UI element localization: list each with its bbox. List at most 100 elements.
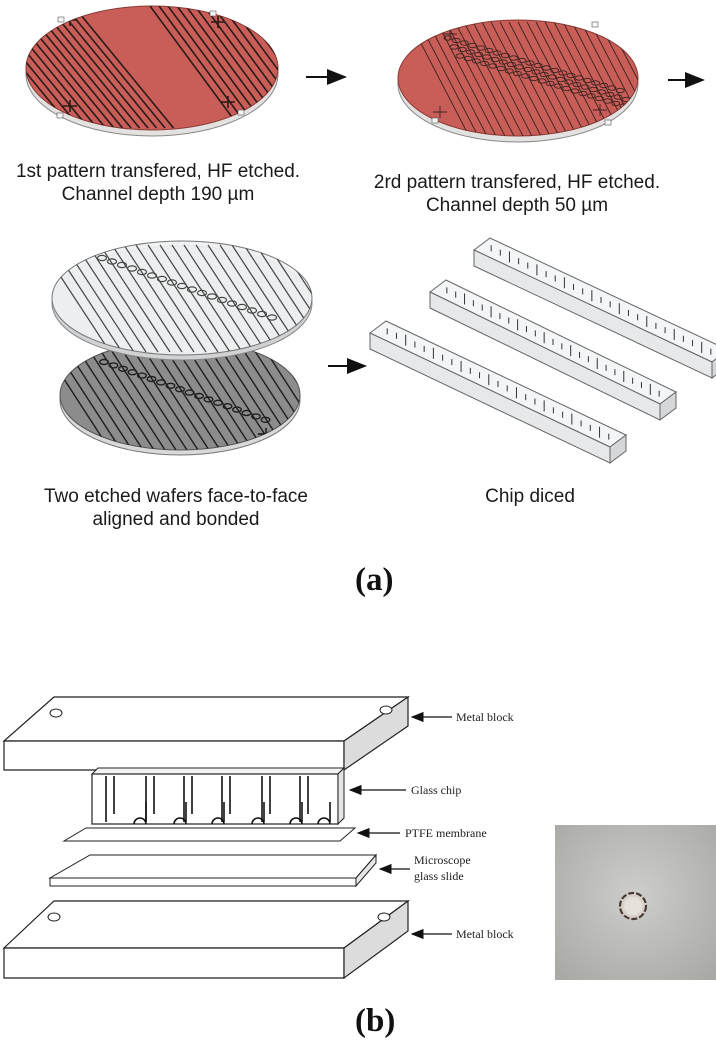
wafer2-serpentine-loop [541, 65, 551, 71]
wafer2-serpentine-loop [465, 49, 475, 55]
wafer-bottom-channel-line [116, 341, 188, 450]
wafer2-serpentine-loop [451, 37, 461, 44]
wafer2-serpentine-loop [490, 56, 500, 63]
wafer-step1 [25, 5, 279, 137]
wafer-bottom-serpentine-loop [117, 365, 128, 372]
wafer-bottom-serpentine-loop [212, 399, 223, 406]
wafer2-channel-line [508, 21, 570, 136]
wafer2-serpentine-loop [580, 84, 590, 90]
wafer-top-serpentine-loop [116, 261, 128, 269]
wafer-top-channel-line [171, 244, 243, 353]
ptfe-membrane [62, 827, 357, 842]
caption-step2: 2rd pattern transfered, HF etched. Chann… [352, 171, 682, 217]
wafer2-serpentine-loop [599, 82, 609, 89]
caption-step1-line2: Channel depth 190 µm [61, 184, 255, 205]
wafer-top-channel-line [123, 244, 195, 353]
wafer2-serpentine-loop [457, 46, 467, 53]
wafer1-channel-line [167, 6, 259, 129]
wafer-top-channel-line [87, 244, 159, 353]
diced-chip-end-face [609, 434, 627, 464]
wafer2-serpentine-loop [525, 60, 535, 66]
wafer2-serpentine-loop [517, 57, 527, 64]
wafer2-serpentine-loop [578, 90, 588, 97]
wafer-top-serpentine-loop [206, 293, 218, 300]
label-metal-block-bottom: Metal block [456, 927, 514, 941]
wafer2-serpentine-loop [512, 70, 522, 77]
wafer1-channel-line [55, 6, 158, 129]
wafer2-serpentine-loop [613, 94, 623, 100]
wafer-top-serpentine-loop [106, 258, 118, 265]
wafer-top-serpentine-loop [146, 272, 158, 279]
caption-step4: Chip diced [440, 485, 620, 508]
wafer2-serpentine-loop [597, 89, 607, 95]
wafer-bottom-serpentine-loop [250, 413, 261, 420]
wafer1-channel-line [72, 6, 175, 129]
wafer2-serpentine-loop [529, 75, 539, 82]
wafer-top-serpentine-loop [246, 307, 258, 314]
wafer2-serpentine-loop [627, 105, 637, 112]
wafer-top-channel-line [219, 244, 291, 353]
wafer2-serpentine-loop [521, 73, 531, 79]
wafer-top-channel-line [99, 244, 171, 353]
wafer-top-serpentine-loop [176, 282, 188, 290]
caption-step3-line1: Two etched wafers face-to-face [43, 486, 308, 507]
wafer-top-serpentine-loop [256, 310, 268, 318]
wafer-top-channel-line [255, 244, 312, 353]
wafer2-serpentine-loop [476, 45, 486, 51]
wafer2-serpentine-loop [523, 66, 533, 73]
panel-label-a: (a) [355, 562, 394, 598]
wafer2-serpentine-loop [615, 87, 625, 94]
wafer2-channel-line [517, 21, 579, 136]
caption-step3-line2: aligned and bonded [92, 509, 260, 530]
wafer2-serpentine-loop [471, 58, 481, 64]
wafer2-serpentine-loop [564, 79, 574, 85]
glass-chip-channels [105, 776, 331, 825]
wafer-bottom-serpentine-loop [127, 369, 138, 376]
wafer2-serpentine-loop [533, 62, 543, 69]
wafer-bottom-channel-line [204, 341, 276, 450]
wafer-bottom-serpentine-loop [108, 362, 119, 369]
glass-chip-channel-bend [289, 817, 303, 825]
wafer2-serpentine-loop [550, 67, 560, 74]
wafer-bottom-serpentine-loop [222, 403, 233, 410]
wafer-bottom-serpentine-loop [241, 409, 252, 417]
wafer-top-serpentine-loop [126, 265, 138, 272]
wafer1-channel-line [47, 6, 149, 129]
wafer-top-serpentine-loop [186, 286, 198, 293]
wafer2-serpentine-loop [492, 50, 502, 56]
diced-chip-1 [473, 237, 716, 379]
wafer-bottom-serpentine-loop [155, 379, 166, 386]
caption-step3: Two etched wafers face-to-face aligned a… [16, 485, 336, 531]
wafer-top-serpentine-loop [216, 296, 228, 304]
wafer-top-channel-line [135, 244, 207, 353]
wafer1-channel-line [26, 6, 90, 129]
wafer1-channel-line [26, 6, 98, 129]
wafer-top-channel-line [159, 244, 231, 353]
wafer2-serpentine-loop [488, 63, 498, 69]
wafer-top-serpentine-loop [156, 275, 168, 283]
glass-chip-channel-bend [133, 817, 147, 825]
wafer2-serpentine-loop [545, 80, 555, 87]
wafer2-serpentine-loop [455, 53, 465, 59]
wafer2-serpentine-loop [594, 95, 604, 102]
wafer2-serpentine-loop [468, 42, 478, 49]
glass-chip-channel-bend [211, 817, 225, 825]
wafer2-serpentine-loop [509, 55, 519, 61]
wafer2-channel-line [481, 21, 543, 136]
membrane-photo [555, 825, 716, 980]
diced-chips [369, 237, 716, 464]
wafer1-channel-line [149, 6, 241, 129]
wafer-top-channel-line [75, 244, 147, 353]
wafer-top-serpentine-loop [236, 303, 248, 311]
wafer-bottom-serpentine-loop [203, 396, 214, 403]
wafer-bottom-serpentine-loop [146, 375, 157, 383]
caption-step4-line1: Chip diced [485, 486, 575, 507]
wafer2-serpentine-loop [459, 40, 469, 46]
wafer1-channel-line [26, 6, 81, 129]
panel-label-b: (b) [355, 1003, 396, 1039]
wafer2-serpentine-loop [605, 91, 615, 98]
wafer-top-channel-line [147, 244, 219, 353]
wafer2-serpentine-loop [484, 47, 494, 54]
wafer2-serpentine-loop [539, 71, 549, 78]
